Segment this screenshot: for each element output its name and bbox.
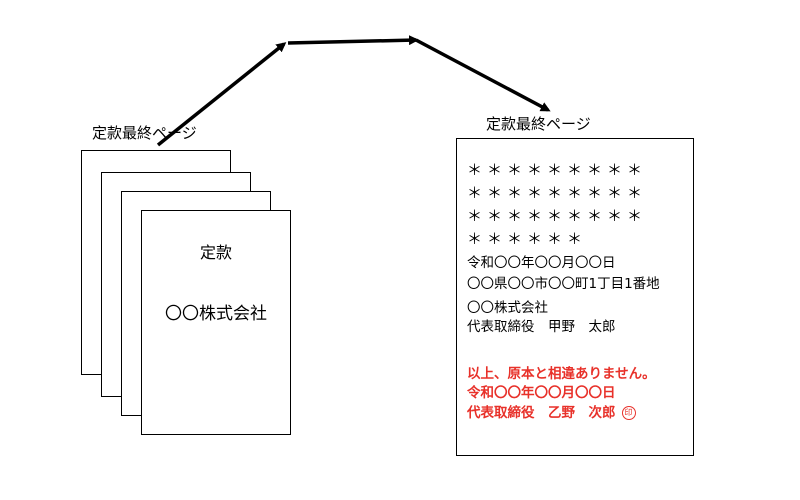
redacted-text-block: ＊＊＊＊＊＊＊＊＊ ＊＊＊＊＊＊＊＊＊ ＊＊＊＊＊＊＊＊＊ ＊＊＊＊＊＊	[467, 159, 647, 251]
star-row-3: ＊＊＊＊＊＊＊＊＊	[467, 207, 648, 225]
certification-signer-line: 代表取締役 乙野 次郎印	[467, 406, 636, 421]
right-page-label: 定款最終ページ	[486, 115, 591, 133]
star-row-1: ＊＊＊＊＊＊＊＊＊	[467, 161, 648, 179]
certification-signer: 代表取締役 乙野 次郎	[467, 405, 616, 421]
front-sheet-company: 〇〇株式会社	[165, 304, 267, 324]
stack-sheet-front: 定款 〇〇株式会社	[141, 210, 291, 435]
company-address: 〇〇県〇〇市〇〇町1丁目1番地	[467, 276, 660, 292]
left-stack-label: 定款最終ページ	[92, 124, 197, 142]
star-row-4: ＊＊＊＊＊＊	[467, 230, 588, 248]
certification-date: 令和〇〇年〇〇月〇〇日	[467, 385, 616, 401]
star-row-2: ＊＊＊＊＊＊＊＊＊	[467, 184, 648, 202]
certification-statement: 以上、原本と相違ありません。	[467, 366, 656, 382]
front-sheet-title: 定款	[199, 243, 232, 262]
representative-name: 代表取締役 甲野 太郎	[467, 319, 616, 335]
flow-arrow-segment-3	[415, 38, 551, 112]
company-name: 〇〇株式会社	[467, 300, 548, 316]
flow-arrow-segment-2	[287, 35, 419, 46]
seal-icon: 印	[621, 406, 636, 420]
flow-arrow-segment-1	[156, 42, 287, 147]
final-page: ＊＊＊＊＊＊＊＊＊ ＊＊＊＊＊＊＊＊＊ ＊＊＊＊＊＊＊＊＊ ＊＊＊＊＊＊ 令和〇…	[456, 138, 694, 456]
document-date: 令和〇〇年〇〇月〇〇日	[467, 255, 616, 271]
